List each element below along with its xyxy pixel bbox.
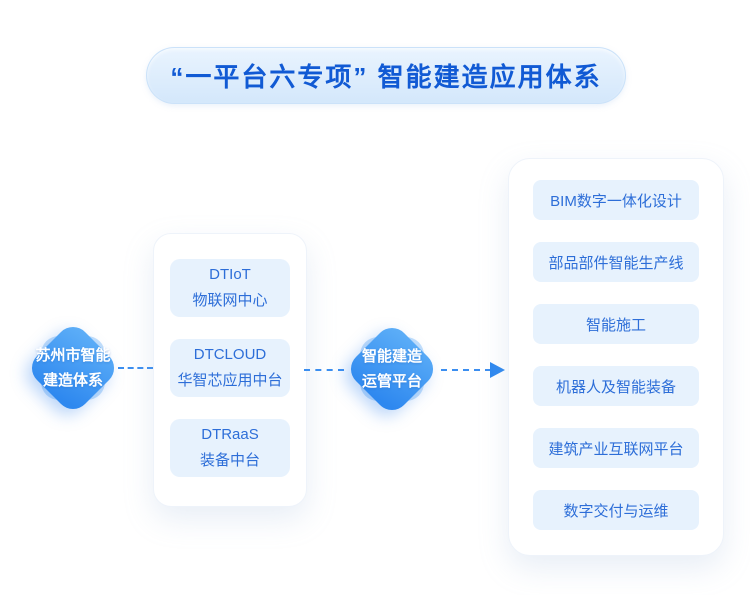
title-banner: “一平台六专项” 智能建造应用体系 bbox=[146, 47, 626, 104]
arrow-right-icon bbox=[490, 362, 505, 378]
platform-item-zh: 物联网中心 bbox=[192, 292, 268, 309]
application-item: BIM数字一体化设计 bbox=[533, 180, 699, 220]
applications-card: BIM数字一体化设计 部品部件智能生产线 智能施工 机器人及智能装备 建筑产业互… bbox=[508, 158, 724, 556]
platform-item-en: DTRaaS bbox=[201, 426, 259, 443]
node-label-line1: 苏州市智能 bbox=[35, 347, 111, 364]
page-title: “一平台六专项” 智能建造应用体系 bbox=[170, 62, 602, 92]
node-label: 智能建造 运管平台 bbox=[344, 321, 440, 417]
platform-item-zh: 装备中台 bbox=[199, 452, 260, 469]
platform-item-dtcloud: DTCLOUD 华智芯应用中台 bbox=[170, 339, 290, 397]
dotted-connector-left bbox=[118, 367, 153, 369]
application-item: 智能施工 bbox=[533, 304, 699, 344]
dotted-connector-right bbox=[441, 369, 491, 371]
node-label-line1: 智能建造 bbox=[361, 348, 422, 365]
platform-item-en: DTIoT bbox=[209, 266, 251, 283]
dotted-connector-middle bbox=[304, 369, 344, 371]
node-label-line2: 建造体系 bbox=[42, 372, 103, 389]
node-label: 苏州市智能 建造体系 bbox=[25, 320, 121, 416]
platform-card: DTIoT 物联网中心 DTCLOUD 华智芯应用中台 DTRaaS 装备中台 bbox=[153, 233, 307, 507]
application-item: 建筑产业互联网平台 bbox=[533, 428, 699, 468]
platform-item-zh: 华智芯应用中台 bbox=[177, 372, 283, 389]
platform-item-dtraas: DTRaaS 装备中台 bbox=[170, 419, 290, 477]
application-item: 数字交付与运维 bbox=[533, 490, 699, 530]
application-item: 机器人及智能装备 bbox=[533, 366, 699, 406]
node-label-line2: 运管平台 bbox=[361, 373, 422, 390]
node-operations-platform: 智能建造 运管平台 bbox=[343, 320, 441, 418]
platform-item-dtiot: DTIoT 物联网中心 bbox=[170, 259, 290, 317]
application-item: 部品部件智能生产线 bbox=[533, 242, 699, 282]
platform-item-en: DTCLOUD bbox=[193, 346, 267, 363]
node-suzhou-system: 苏州市智能 建造体系 bbox=[24, 319, 122, 417]
